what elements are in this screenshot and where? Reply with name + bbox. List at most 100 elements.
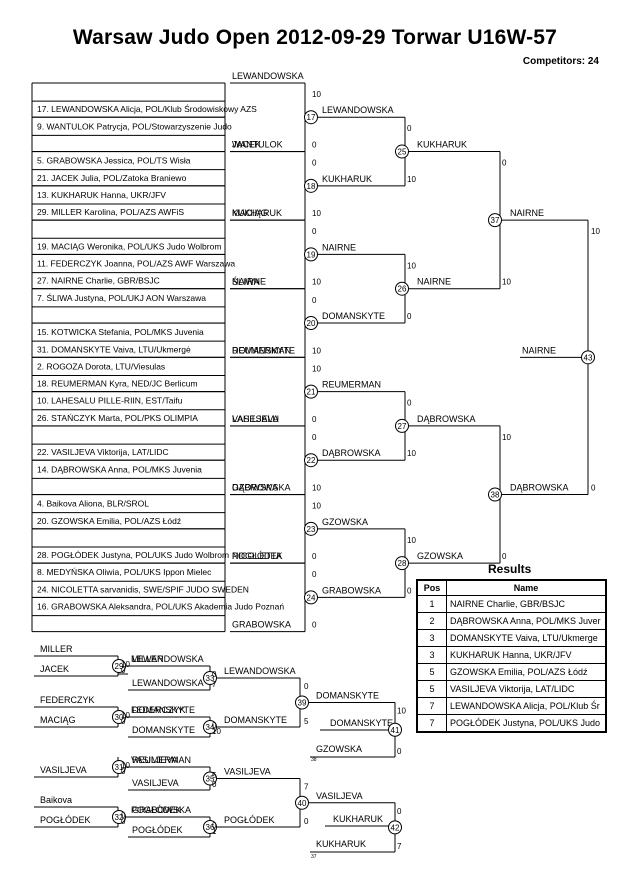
repechage-circle	[112, 810, 126, 824]
match-number: 36	[206, 823, 215, 832]
page-title: Warsaw Judo Open 2012-09-29 Torwar U16W-…	[72, 26, 558, 49]
match-number: 33	[206, 674, 215, 683]
score: 0	[502, 552, 507, 561]
repechage-name: POGŁÓDEK	[131, 805, 182, 815]
entrant-name: 18. REUMERMAN Kyra, NED/JC Berlicum	[37, 379, 198, 389]
match-ref: 37	[311, 854, 317, 860]
repechage-circle	[295, 695, 309, 710]
round2-name: KUKHARUK	[322, 174, 372, 184]
match-number: 28	[398, 559, 407, 568]
entrant-name: 9. WANTULOK Patrycja, POL/Stowarzyszenie…	[37, 121, 232, 131]
repechage-name: FEDERCZYK	[40, 695, 95, 705]
round1-name: DOMANSKYTE	[232, 345, 295, 355]
result-pos: 7	[416, 697, 447, 715]
match-number: 18	[307, 182, 316, 191]
score: 0	[121, 817, 126, 826]
match-number: 21	[307, 388, 316, 397]
round2-name: GRABOWSKA	[322, 585, 381, 595]
result-pos: 2	[416, 612, 447, 630]
round3-name: GZOWSKA	[417, 551, 463, 561]
entrant-name: 11. FEDERCZYK Joanna, POL/AZS AWF Warsza…	[37, 259, 235, 269]
score: 10	[407, 449, 416, 458]
score: 10	[407, 536, 416, 545]
entrant-name: 20. GZOWSKA Emilia, POL/AZS Łódź	[37, 516, 181, 526]
entrant-name: 31. DOMANSKYTE Vaiva, LTU/Ukmergė	[37, 344, 191, 354]
repechage-name: FEDERCZYK	[131, 705, 186, 715]
result-pos: 7	[416, 714, 447, 733]
entrant-name: 26. STAŃCZYK Marta, POL/PKS OLIMPIA	[37, 413, 198, 423]
match-number: 23	[307, 525, 316, 534]
match-number: 26	[398, 285, 407, 294]
round3-name: NAIRNE	[417, 277, 451, 287]
repechage-name: VASILJEVA	[316, 791, 363, 801]
score: 10	[312, 209, 321, 218]
result-name: DĄBROWSKA Anna, POL/MKS Juver	[446, 612, 607, 630]
score: 10	[312, 346, 321, 355]
round1-name: DĄBROWSKA	[232, 482, 291, 492]
entrant-name: 4. Baikova Aliona, BLR/SROL	[37, 499, 149, 509]
score: 0	[312, 140, 317, 149]
repechage-name: VASILJEVA	[224, 767, 271, 777]
match-number: 27	[398, 422, 407, 431]
match-ref: 38	[311, 757, 317, 763]
score: 0	[312, 433, 317, 442]
round1-name: LAHESALU	[232, 414, 279, 424]
repechage-circle	[388, 722, 402, 737]
match-number: 39	[298, 699, 307, 708]
round1-name: NAIRNE	[232, 277, 266, 287]
repechage-name: DOMANSKYTE	[132, 705, 195, 715]
repechage-circle	[112, 659, 126, 673]
score: 5	[304, 717, 309, 726]
score: 0	[121, 767, 126, 776]
match-number: 41	[391, 726, 400, 735]
score: 0	[312, 415, 317, 424]
score: 0	[407, 399, 412, 408]
round2-name: DOMANSKYTE	[322, 311, 385, 321]
repechage-name: POGŁÓDEK	[224, 815, 275, 825]
repechage-name: GRABOWSKA	[132, 805, 191, 815]
result-name: NAIRNE Charlie, GBR/BSJC	[446, 595, 607, 613]
round4-name: NAIRNE	[510, 208, 544, 218]
round2-name: DĄBROWSKA	[322, 448, 381, 458]
result-pos: 3	[416, 629, 447, 647]
score: 0	[212, 821, 217, 830]
round1-name: LEWANDOWSKA	[232, 71, 304, 81]
round2-name: GZOWSKA	[322, 517, 368, 527]
match-number: 38	[491, 491, 500, 500]
entrant-name: 14. DĄBROWSKA Anna, POL/MKS Juvenia	[37, 464, 202, 474]
repechage-name: DOMANSKYTE	[224, 715, 287, 725]
quarterfinal-circle	[395, 144, 409, 159]
repechage-name: VASILJEVA	[132, 778, 179, 788]
repechage-name: DOMANSKYTE	[132, 725, 195, 735]
round1-name: ŚLIWA	[232, 276, 260, 287]
entrant-name: 19. MACIĄG Weronika, POL/UKS Judo Wolbro…	[37, 241, 221, 251]
quarterfinal-circle	[395, 281, 409, 296]
entrant-name: 15. KOTWICKA Stefania, POL/MKS Juvenia	[37, 327, 204, 337]
entrant-name: 5. GRABOWSKA Jessica, POL/TS Wisła	[37, 156, 191, 166]
result-pos: 1	[416, 595, 447, 613]
score: 10	[407, 175, 416, 184]
score: 7	[212, 680, 217, 689]
entrant-name: 8. MEDYŃSKA Oliwia, POL/UKS Ippon Mielec	[37, 567, 212, 577]
round1-match-circle	[304, 521, 318, 536]
round1-name: NICOLETTA	[232, 551, 282, 561]
round2-name: LEWANDOWSKA	[322, 105, 394, 115]
results-header-row: Pos Name	[416, 579, 607, 596]
match-number: 20	[307, 319, 316, 328]
round2-name: REUMERMAN	[322, 380, 381, 390]
match-number: 24	[307, 593, 316, 602]
winner-name: NAIRNE	[522, 345, 556, 355]
repechage-name: POGŁÓDEK	[40, 815, 91, 825]
entrant-name: 28. POGŁÓDEK Justyna, POL/UKS Judo Wolbr…	[37, 550, 229, 560]
score: 0	[407, 586, 412, 595]
score: 10	[312, 364, 321, 373]
round1-name: GZOWSKA	[232, 483, 278, 493]
score: 10	[312, 483, 321, 492]
score: 10	[121, 761, 130, 770]
